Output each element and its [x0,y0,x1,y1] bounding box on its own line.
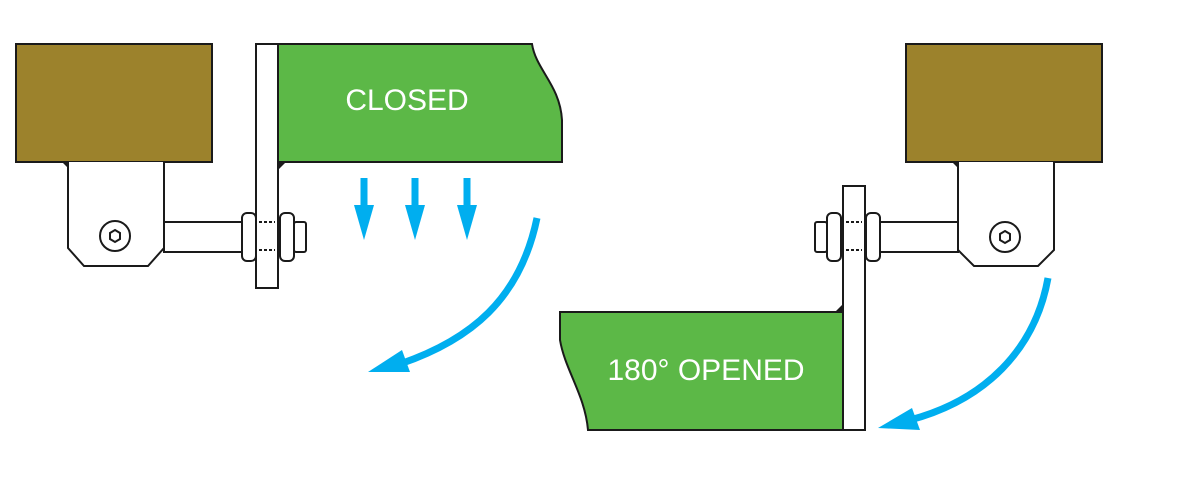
down-arrow-icon [354,178,374,240]
swing-arrow-icon [878,277,1052,430]
hex-socket-icon [109,228,121,244]
nut-right-inner [865,212,881,262]
frame-block-right [905,43,1103,163]
swing-arrow-icon [368,217,541,372]
opened-state-group: 180° OPENED [559,43,1103,431]
pivot-bolt-left [99,220,131,252]
hinge-rod-right [879,221,959,253]
closed-label: CLOSED [345,84,468,117]
door-hinge-plate-left [255,43,279,289]
opened-label: 180° OPENED [607,354,804,387]
nut-right-outer [826,212,842,262]
weld-fillet [278,162,286,170]
door-panel-closed [277,43,563,163]
down-arrow-icon [405,178,425,240]
frame-block-left [15,43,213,163]
hinge-rod-left [163,221,245,253]
nut-left-outer [279,212,295,262]
closed-state-group: CLOSED [15,43,563,372]
door-panel-opened [559,311,844,431]
weld-fillet [835,304,843,312]
hex-socket-icon [999,229,1011,245]
down-arrow-icon [457,178,477,240]
bolt-end-left [293,221,307,253]
nut-left-inner [241,212,257,262]
bolt-end-right [814,221,828,253]
pivot-bolt-right [989,221,1021,253]
